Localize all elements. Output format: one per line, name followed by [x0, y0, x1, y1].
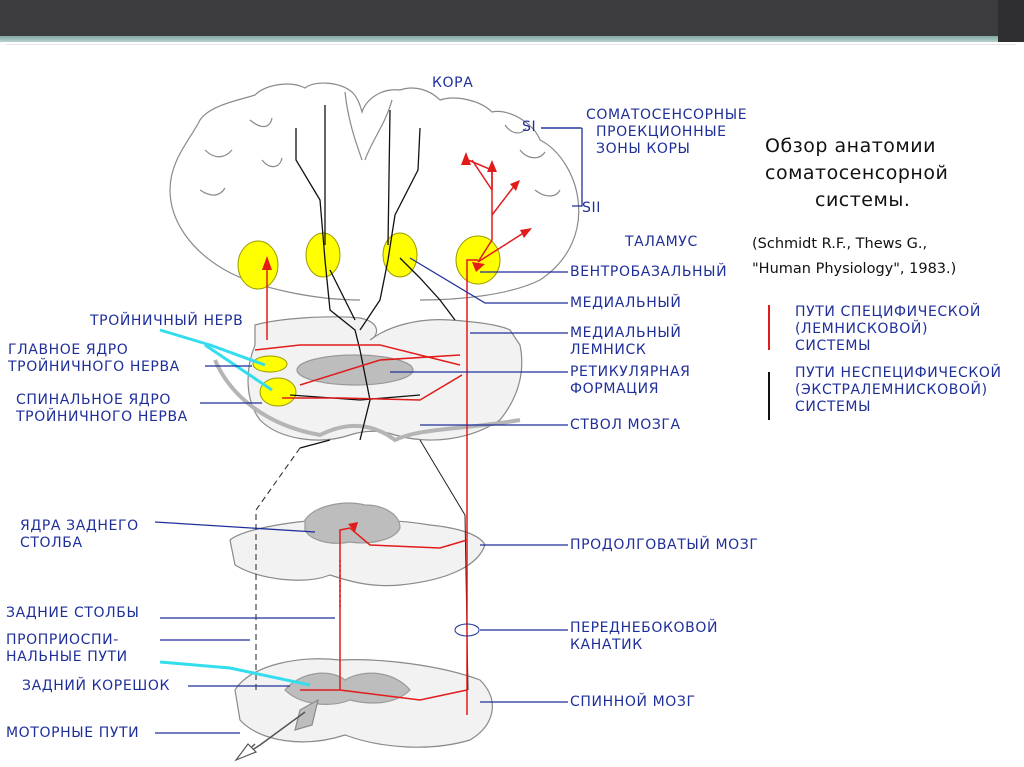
label-dorsal-column-nuclei-2: СТОЛБА — [20, 535, 83, 551]
anterolateral-tract-marker — [454, 623, 480, 637]
label-reticular-2: ФОРМАЦИЯ — [570, 381, 660, 397]
label-propriospinal: ПРОПРИОСПИ- НАЛЬНЫЕ ПУТИ — [6, 632, 128, 666]
motor-arrow-head — [234, 743, 258, 762]
spinal-cord — [234, 658, 493, 748]
label-somato-zones-1: СОМАТОСЕНСОРНЫЕ — [586, 107, 748, 123]
label-main-trig-nucleus-1: ГЛАВНОЕ ЯДРО — [8, 342, 129, 358]
leader-lines — [154, 127, 583, 734]
slide-title-line-1: Обзор анатомии — [765, 135, 936, 157]
legend-nonspecific: ПУТИ НЕСПЕЦИФИЧЕСКОЙ (ЭКСТРАЛЕМНИСКОВОЙ)… — [795, 365, 1002, 416]
nerves — [159, 328, 311, 687]
label-medial-lemniscus-2: ЛЕМНИСК — [570, 342, 647, 358]
label-somato-zones-2: ПРОЕКЦИОННЫЕ — [596, 124, 727, 140]
slide-corner-block — [998, 0, 1024, 42]
label-medial-lemniscus: МЕДИАЛЬНЫЙ ЛЕМНИСК — [570, 325, 681, 359]
specific-pathways — [254, 159, 526, 715]
trigeminal-nuclei — [252, 355, 297, 407]
legend-specific-2: (ЛЕМНИСКОВОЙ) — [795, 321, 929, 337]
citation-line-1: (Schmidt R.F., Thews G., — [752, 236, 928, 252]
label-brainstem: СТВОЛ МОЗГА — [570, 417, 681, 433]
label-anterolateral-1: ПЕРЕДНЕБОКОВОЙ — [570, 620, 719, 636]
label-main-trig-nucleus: ГЛАВНОЕ ЯДРО ТРОЙНИЧНОГО НЕРВА — [8, 342, 180, 376]
label-dorsal-root: ЗАДНИЙ КОРЕШОК — [22, 678, 170, 694]
label-dorsal-column-nuclei-1: ЯДРА ЗАДНЕГО — [20, 518, 139, 534]
label-si: SI — [522, 119, 537, 135]
label-medulla: ПРОДОЛГОВАТЫЙ МОЗГ — [570, 537, 759, 553]
legend-nonspecific-2: (ЭКСТРАЛЕМНИСКОВОЙ) — [795, 382, 988, 398]
label-trigeminal-nerve: ТРОЙНИЧНЫЙ НЕРВ — [90, 313, 244, 329]
main-trigeminal-nucleus — [252, 355, 288, 373]
nonspecific-pathways — [289, 105, 456, 449]
slide-title: Обзор анатомии соматосенсорной системы. — [765, 133, 948, 214]
label-motor-paths: МОТОРНЫЕ ПУТИ — [6, 725, 140, 741]
label-somato-zones-3: ЗОНЫ КОРЫ — [596, 141, 691, 157]
citation-line-2: "Human Physiology", 1983.) — [752, 261, 957, 277]
label-somato-zones: СОМАТОСЕНСОРНЫЕ ПРОЕКЦИОННЫЕ ЗОНЫ КОРЫ — [586, 107, 747, 158]
label-spinal-trig-nucleus-2: ТРОЙНИЧНОГО НЕРВА — [16, 409, 188, 425]
label-reticular: РЕТИКУЛЯРНАЯ ФОРМАЦИЯ — [570, 364, 691, 398]
label-reticular-1: РЕТИКУЛЯРНАЯ — [570, 364, 691, 380]
label-thalamus: ТАЛАМУС — [625, 234, 698, 250]
slide-accent-stripe — [0, 36, 1024, 42]
slide-title-line-2: соматосенсорной — [765, 162, 949, 184]
label-medial-lemniscus-1: МЕДИАЛЬНЫЙ — [570, 325, 682, 341]
slide-title-line-3: системы. — [815, 189, 911, 211]
slide-top-bar — [0, 0, 1024, 36]
cortex-outline — [169, 82, 580, 301]
label-dorsal-columns: ЗАДНИЕ СТОЛБЫ — [6, 605, 140, 621]
label-cortex: КОРА — [432, 75, 474, 91]
label-spinal-cord: СПИННОЙ МОЗГ — [570, 694, 696, 710]
legend-nonspecific-1: ПУТИ НЕСПЕЦИФИЧЕСКОЙ — [795, 365, 1002, 381]
legend-specific: ПУТИ СПЕЦИФИЧЕСКОЙ (ЛЕМНИСКОВОЙ) СИСТЕМЫ — [795, 304, 981, 355]
medulla — [229, 502, 486, 587]
label-spinal-trig-nucleus: СПИНАЛЬНОЕ ЯДРО ТРОЙНИЧНОГО НЕРВА — [16, 392, 188, 426]
label-medial: МЕДИАЛЬНЫЙ — [570, 295, 682, 311]
spinal-trigeminal-nucleus — [259, 377, 297, 407]
label-propriospinal-1: ПРОПРИОСПИ- — [6, 632, 119, 648]
label-dorsal-column-nuclei: ЯДРА ЗАДНЕГО СТОЛБА — [20, 518, 139, 552]
legend-specific-1: ПУТИ СПЕЦИФИЧЕСКОЙ — [795, 304, 981, 320]
brainstem — [213, 316, 523, 443]
legend-nonspecific-3: СИСТЕМЫ — [795, 399, 872, 415]
label-anterolateral-2: КАНАТИК — [570, 637, 643, 653]
label-main-trig-nucleus-2: ТРОЙНИЧНОГО НЕРВА — [8, 359, 180, 375]
label-sii: SII — [582, 200, 601, 216]
label-ventrobasal: ВЕНТРОБАЗАЛЬНЫЙ — [570, 264, 728, 280]
red-arrowheads — [262, 152, 532, 532]
label-propriospinal-2: НАЛЬНЫЕ ПУТИ — [6, 649, 128, 665]
nucleus-left-outer — [237, 240, 279, 290]
label-spinal-trig-nucleus-1: СПИНАЛЬНОЕ ЯДРО — [16, 392, 171, 408]
slide-frame — [6, 44, 1016, 765]
legend-specific-3: СИСТЕМЫ — [795, 338, 872, 354]
thalamus-nuclei — [237, 232, 501, 290]
label-anterolateral: ПЕРЕДНЕБОКОВОЙ КАНАТИК — [570, 620, 718, 654]
citation: (Schmidt R.F., Thews G., "Human Physiolo… — [752, 232, 956, 282]
